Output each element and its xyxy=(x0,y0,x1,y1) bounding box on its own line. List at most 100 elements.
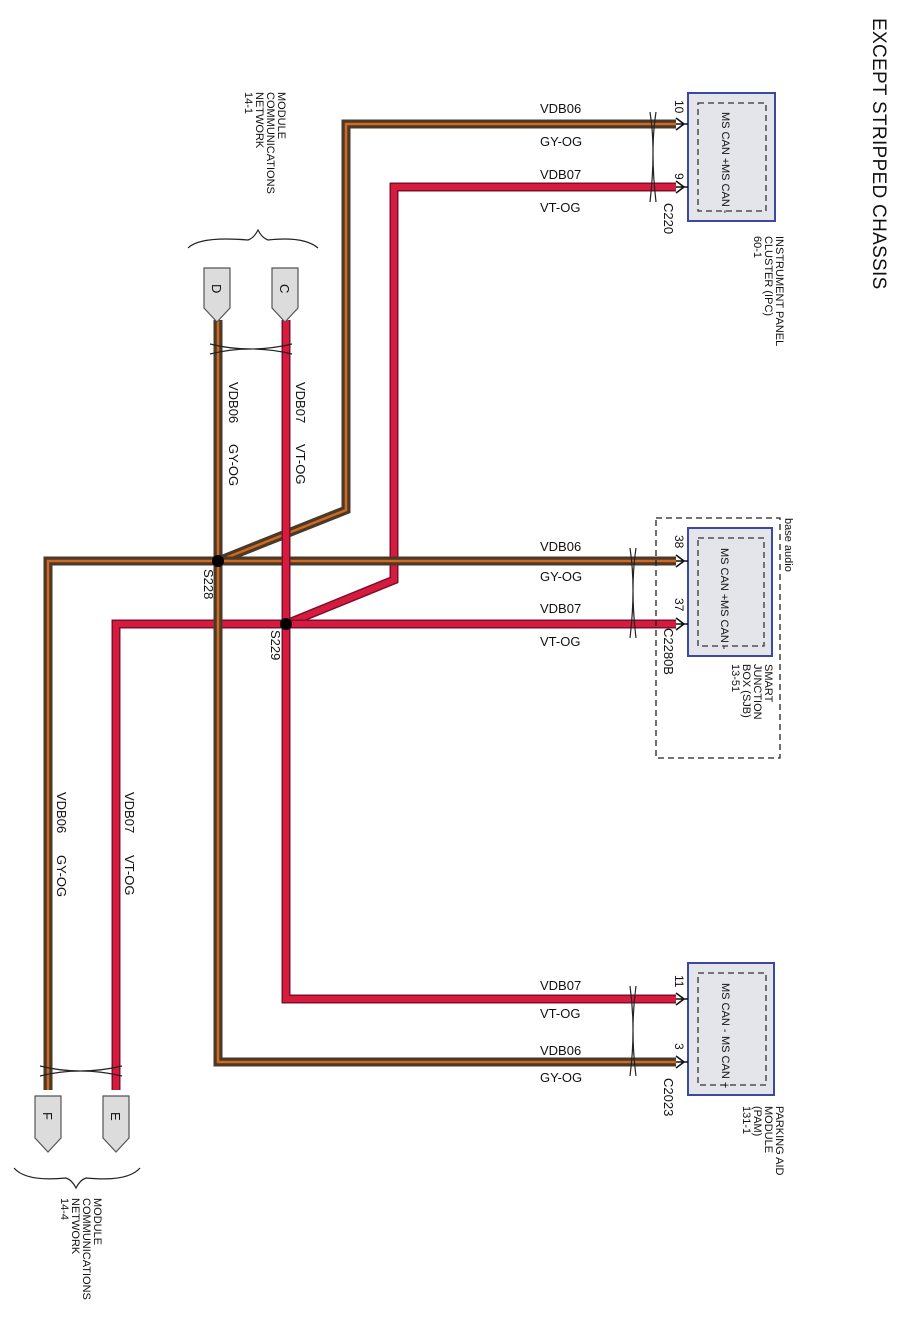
top-ref-line-3: NETWORK xyxy=(253,92,265,149)
wire-label-bottom-vdb06: VDB06 xyxy=(54,792,69,833)
pam-name-line-4: 131-1 xyxy=(740,1106,752,1134)
pam-name-line-3: (PAM) xyxy=(751,1106,763,1136)
offpage-connector-f-letter: F xyxy=(40,1112,55,1120)
top-ref-line-4: 14-1 xyxy=(242,92,254,114)
sjb-name-line-2: JUNCTION xyxy=(751,664,763,720)
wire-label-top-gyog: GY-OG xyxy=(226,444,241,486)
wire-label-sjb-gyog: GY-OG xyxy=(540,569,582,584)
module-pam: MS CAN - MS CAN + 11 3 C2023 PARKING AID… xyxy=(661,962,785,1176)
module-pam-box xyxy=(687,962,775,1096)
wire-vdb06-top-stripe xyxy=(216,320,676,1064)
pam-pin11-num: 11 xyxy=(672,975,686,988)
wire-label-pam-vtog: VT-OG xyxy=(540,1006,580,1021)
pam-name-line-2: MODULE xyxy=(762,1106,774,1153)
wire-label-sjb-vdb06: VDB06 xyxy=(540,539,581,554)
terminal-pam-3 xyxy=(675,1055,688,1069)
wire-label-ipc-vdb07: VDB07 xyxy=(540,167,581,182)
wire-label-bottom-gyog: GY-OG xyxy=(54,855,69,897)
sjb-pin37-num: 37 xyxy=(672,598,686,612)
wire-label-pam-vdb06: VDB06 xyxy=(540,1043,581,1058)
terminal-sjb-38 xyxy=(675,554,688,568)
splice-s229-dot xyxy=(280,618,292,630)
ipc-connector-id: C220 xyxy=(661,203,676,234)
wire-vdb07-ipc-core xyxy=(284,184,676,627)
offpage-bottom: E F MODULE COMMUNICATIONS NETWORK 14-4 xyxy=(13,1095,141,1300)
pam-name-line-1: PARKING AID xyxy=(773,1106,785,1176)
pin-terminals xyxy=(675,117,688,1069)
offpage-connector-d-shape xyxy=(203,267,231,323)
sjb-connector-id: C2280B xyxy=(661,628,676,675)
wire-label-ipc-gyog: GY-OG xyxy=(540,134,582,149)
pam-pin3-label: MS CAN + xyxy=(719,1036,731,1088)
bottom-ref-line-2: COMMUNICATIONS xyxy=(80,1198,92,1300)
pam-pin11-label: MS CAN - xyxy=(719,983,731,1033)
ipc-pin10-label: MS CAN + xyxy=(719,112,731,164)
wire-label-top-vtog: VT-OG xyxy=(293,444,308,484)
sjb-option-label: base audio xyxy=(782,518,794,572)
wire-label-pam-gyog: GY-OG xyxy=(540,1070,582,1085)
wire-label-bottom-vdb07: VDB07 xyxy=(122,792,137,833)
offpage-connector-f-shape xyxy=(34,1095,62,1153)
bottom-ref-line-4: 14-4 xyxy=(58,1198,70,1220)
splice-s228-label: S228 xyxy=(201,569,216,599)
sjb-name-line-4: 13-51 xyxy=(729,664,741,692)
wire-vdb07-ipc xyxy=(284,182,676,629)
module-pam-inner xyxy=(697,972,767,1086)
sjb-name-line-3: BOX (SJB) xyxy=(740,664,752,718)
offpage-connector-c-letter: C xyxy=(277,284,292,293)
bottom-bracket xyxy=(13,1167,141,1190)
top-bracket xyxy=(187,228,319,249)
module-ipc-box xyxy=(687,92,776,222)
wire-vdb06-sjb-stripe xyxy=(46,559,676,1090)
wire-label-bottom-vtog: VT-OG xyxy=(122,855,137,895)
sjb-name-line-1: SMART xyxy=(762,664,774,703)
offpage-connector-e-letter: E xyxy=(108,1112,123,1121)
ipc-pin9-num: 9 xyxy=(672,173,686,180)
wire-vdb07-sjb-core xyxy=(113,621,676,1090)
offpage-connector-e-shape xyxy=(102,1095,130,1153)
wire-label-top-vdb06: VDB06 xyxy=(226,382,241,423)
module-ipc: MS CAN + MS CAN - 10 9 C220 INSTRUMENT P… xyxy=(661,92,785,346)
bottom-ref-line-1: MODULE xyxy=(91,1198,103,1245)
splice-s228-dot xyxy=(212,555,224,567)
ipc-name-line-1: INSTRUMENT PANEL xyxy=(773,236,785,346)
base-audio-option-box xyxy=(655,517,781,759)
ipc-pin9-label: MS CAN - xyxy=(719,164,731,214)
twist-marker-top xyxy=(209,343,293,355)
wire-vdb06-top xyxy=(213,320,676,1067)
wire-vdb06-sjb-core xyxy=(43,556,676,1090)
terminal-ipc-9 xyxy=(675,180,688,194)
twist-marker-sjb xyxy=(629,547,637,639)
sjb-pin37-label: MS CAN - xyxy=(718,600,730,650)
offpage-top: C D MODULE COMMUNICATIONS NETWORK 14-1 xyxy=(187,92,319,323)
ipc-name-line-3: 60-1 xyxy=(751,236,763,258)
diagram-title: EXCEPT STRIPPED CHASSIS xyxy=(868,18,889,290)
bottom-ref-line-3: NETWORK xyxy=(69,1198,81,1255)
sjb-pin38-label: MS CAN + xyxy=(718,548,730,600)
wire-label-ipc-vdb06: VDB06 xyxy=(540,101,581,116)
twisted-pair-markers xyxy=(39,111,657,1077)
module-sjb-box xyxy=(687,527,773,657)
ipc-pin10-num: 10 xyxy=(672,100,686,114)
wire-label-sjb-vtog: VT-OG xyxy=(540,634,580,649)
wire-vdb06-sjb xyxy=(43,556,676,1090)
terminal-pam-11 xyxy=(675,992,688,1006)
module-ipc-inner xyxy=(697,102,767,212)
splice-s229-label: S229 xyxy=(268,630,283,660)
wire-vdb07-sjb xyxy=(111,619,676,1090)
wire-vdb07-top xyxy=(281,320,676,1004)
wire-labels-vertical: VDB07 VT-OG VDB06 GY-OG VDB07 VT-OG VDB0… xyxy=(54,382,308,897)
pam-pin3-num: 3 xyxy=(672,1043,686,1050)
module-sjb-inner xyxy=(697,537,765,647)
offpage-connector-c-shape xyxy=(271,267,299,323)
sjb-pin38-num: 38 xyxy=(672,535,686,549)
wire-layer xyxy=(43,119,676,1090)
terminal-sjb-37 xyxy=(675,617,688,631)
twist-marker-ipc xyxy=(649,111,657,203)
wire-label-top-vdb07: VDB07 xyxy=(293,382,308,423)
wire-labels-modules: VDB06 GY-OG VDB07 VT-OG VDB06 GY-OG VDB0… xyxy=(540,101,582,1085)
wire-label-ipc-vtog: VT-OG xyxy=(540,200,580,215)
top-ref-line-1: MODULE xyxy=(275,92,287,139)
wire-vdb07-top-core xyxy=(283,320,676,1002)
